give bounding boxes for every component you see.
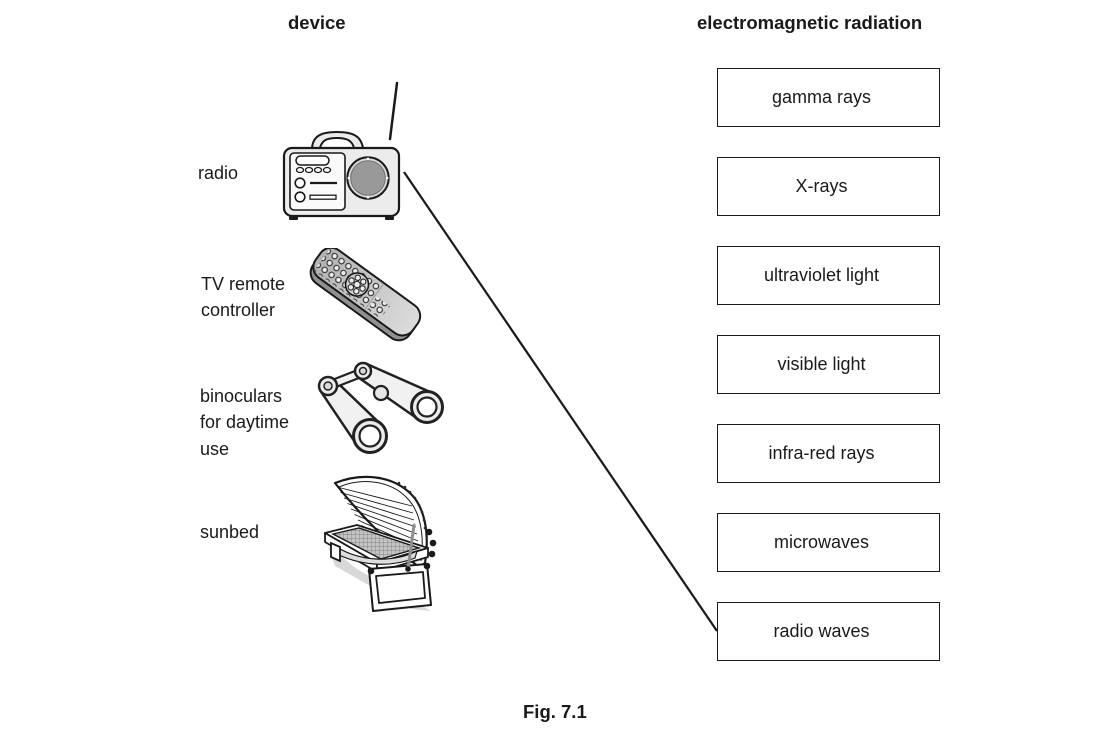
radiation-box-ultraviolet-light: ultraviolet light [717, 246, 940, 305]
radiation-box-microwaves: microwaves [717, 513, 940, 572]
device-label-sunbed: sunbed [200, 522, 260, 542]
device-label-radio: radio [198, 163, 239, 183]
device-column-header: device [288, 12, 346, 33]
radiation-box-radio-waves: radio waves [717, 602, 940, 661]
device-label-binoculars: binoculars for daytime use [200, 386, 290, 459]
radiation-label: X-rays [795, 176, 848, 196]
tv-remote-illustration [309, 248, 422, 342]
radiation-label: ultraviolet light [763, 265, 880, 285]
radiation-box-x-rays: X-rays [717, 157, 940, 216]
radiation-box-infra-red-rays: infra-red rays [717, 424, 940, 483]
radiation-column-header: electromagnetic radiation [697, 12, 923, 33]
radio-illustration [282, 81, 401, 220]
radiation-label: visible light [777, 354, 866, 374]
radiation-label: gamma rays [771, 87, 872, 107]
radiation-box-visible-light: visible light [717, 335, 940, 394]
figure-caption: Fig. 7.1 [523, 701, 587, 722]
binoculars-illustration [317, 361, 444, 454]
radiation-box-gamma-rays: gamma rays [717, 68, 940, 127]
radiation-label: radio waves [773, 621, 870, 641]
radiation-label: microwaves [773, 532, 870, 552]
device-label-tv-remote-controller: TV remote controller [201, 274, 286, 320]
radiation-label: infra-red rays [768, 443, 875, 463]
sunbed-illustration [324, 475, 437, 612]
